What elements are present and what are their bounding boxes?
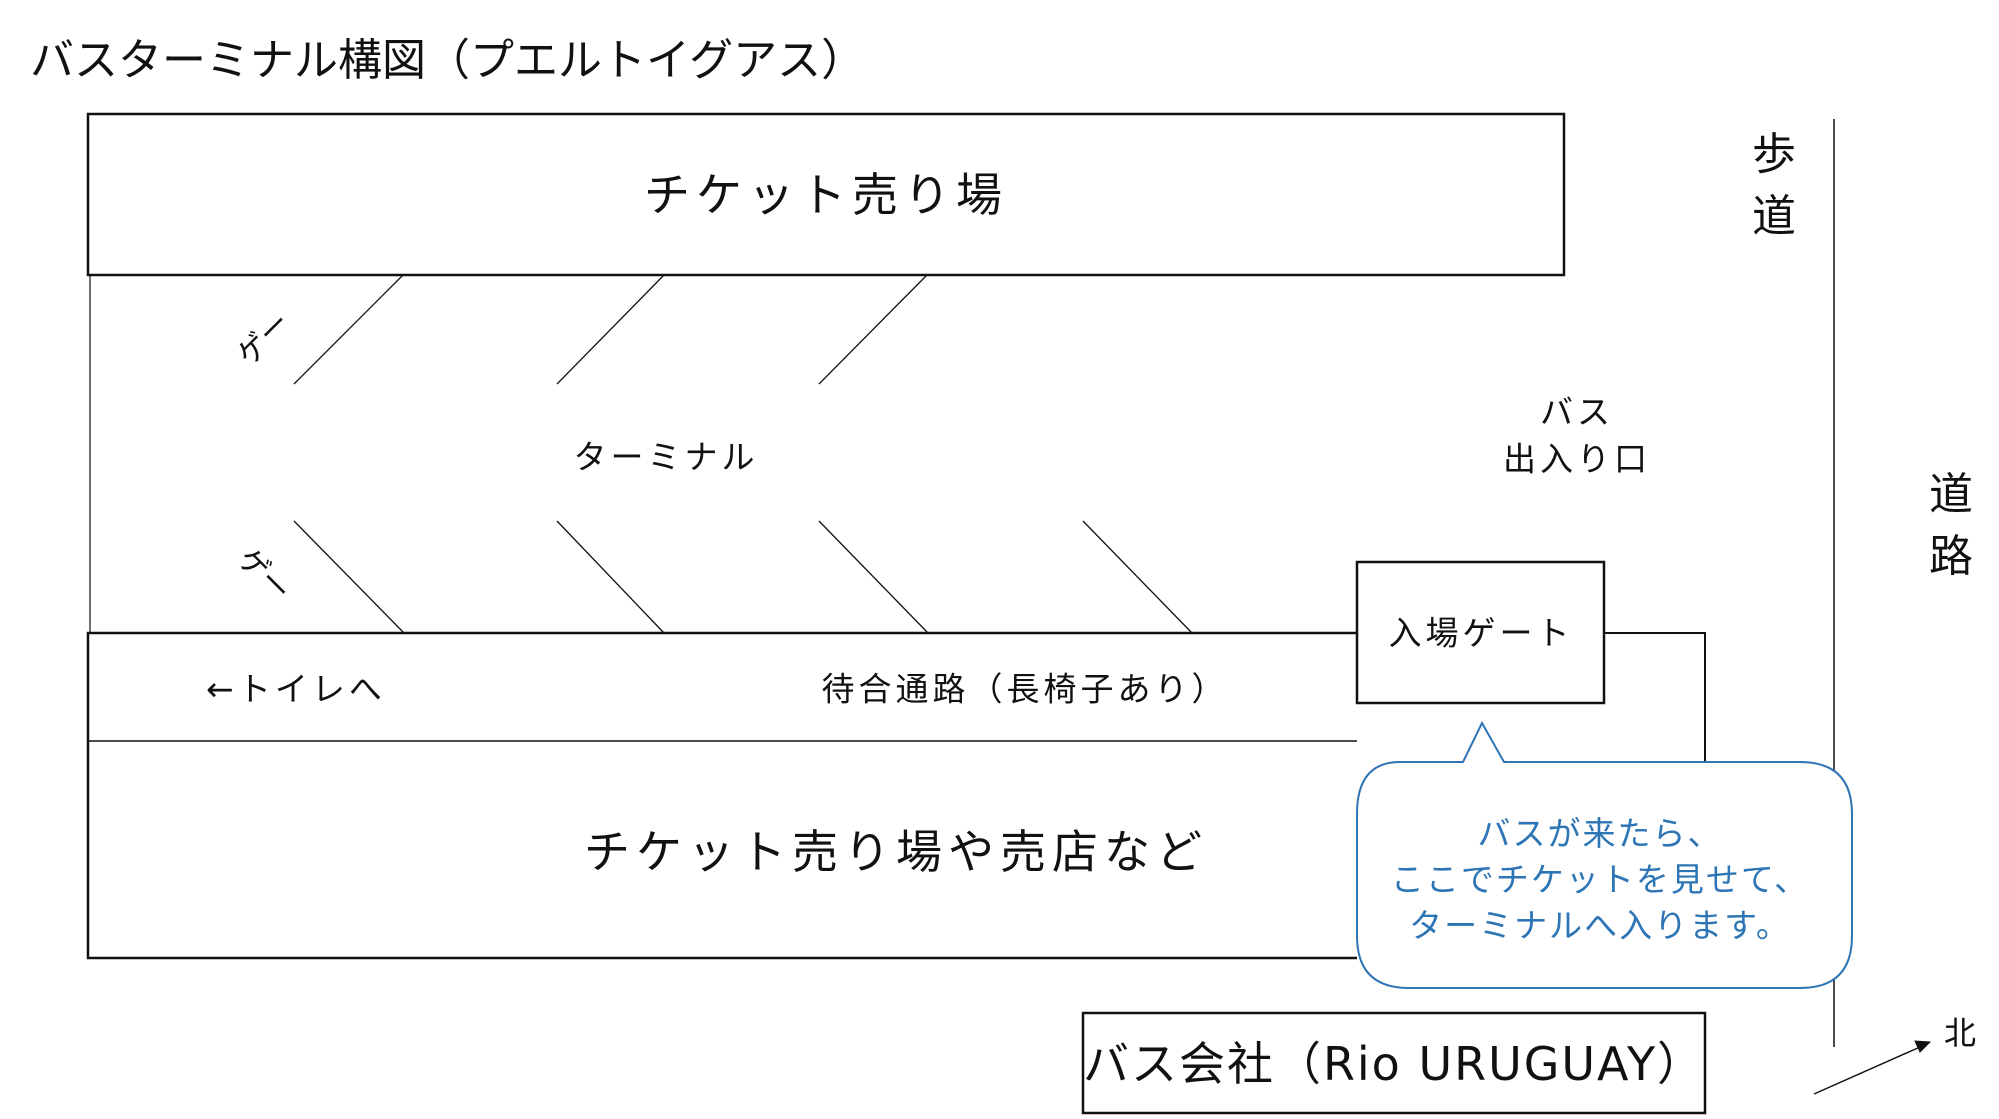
callout-bubble [1356, 720, 1853, 989]
waiting-corridor-label: 待合通路（長椅子あり） [821, 669, 1229, 709]
bay-line [556, 520, 665, 634]
callout-line: ターミナルへ入ります。 [1409, 906, 1791, 945]
bus-company-label: バス会社（Rio URUGUAY） [1082, 1037, 1706, 1091]
bay-line [556, 274, 665, 385]
callout-line: ここでチケットを見せて、 [1390, 860, 1810, 899]
page-title: バスターミナル構図（プエルトイグアス） [30, 35, 866, 86]
toilet-direction-label: ←トイレへ [206, 669, 386, 709]
corridor-outline [86, 631, 1357, 960]
bay-line [293, 520, 405, 634]
entrance-gate-label: 入場ゲート [1388, 613, 1574, 653]
sidewalk-label: 歩道 [1752, 129, 1796, 242]
bus-entrance-label-line2: 出入り口 [1503, 439, 1651, 479]
north-label: 北 [1943, 1014, 1977, 1052]
north-arrowhead-icon [1914, 1040, 1932, 1053]
bay-line [818, 274, 928, 385]
callout-line: バスが来たら、 [1477, 814, 1723, 853]
bus-entrance-label-line1: バス [1540, 392, 1614, 432]
bay-line [818, 520, 929, 634]
terminal-label: ターミナル [573, 437, 759, 477]
bay-line [1082, 520, 1193, 634]
ticket-office-top-label: チケット売り場 [644, 168, 1008, 222]
ticket-shops-label: チケット売り場や売店など [584, 825, 1208, 879]
road-label: 道路 [1929, 469, 1973, 582]
callout-text: バスが来たら、 ここでチケットを見せて、 ターミナルへ入ります。 [1391, 811, 1809, 949]
ticket-office-top-box [86, 112, 1566, 277]
gate-side-wall [1604, 632, 1706, 762]
bay-line [293, 274, 404, 385]
north-arrow-icon [1813, 1046, 1921, 1095]
bus-company-box [1081, 1011, 1707, 1115]
